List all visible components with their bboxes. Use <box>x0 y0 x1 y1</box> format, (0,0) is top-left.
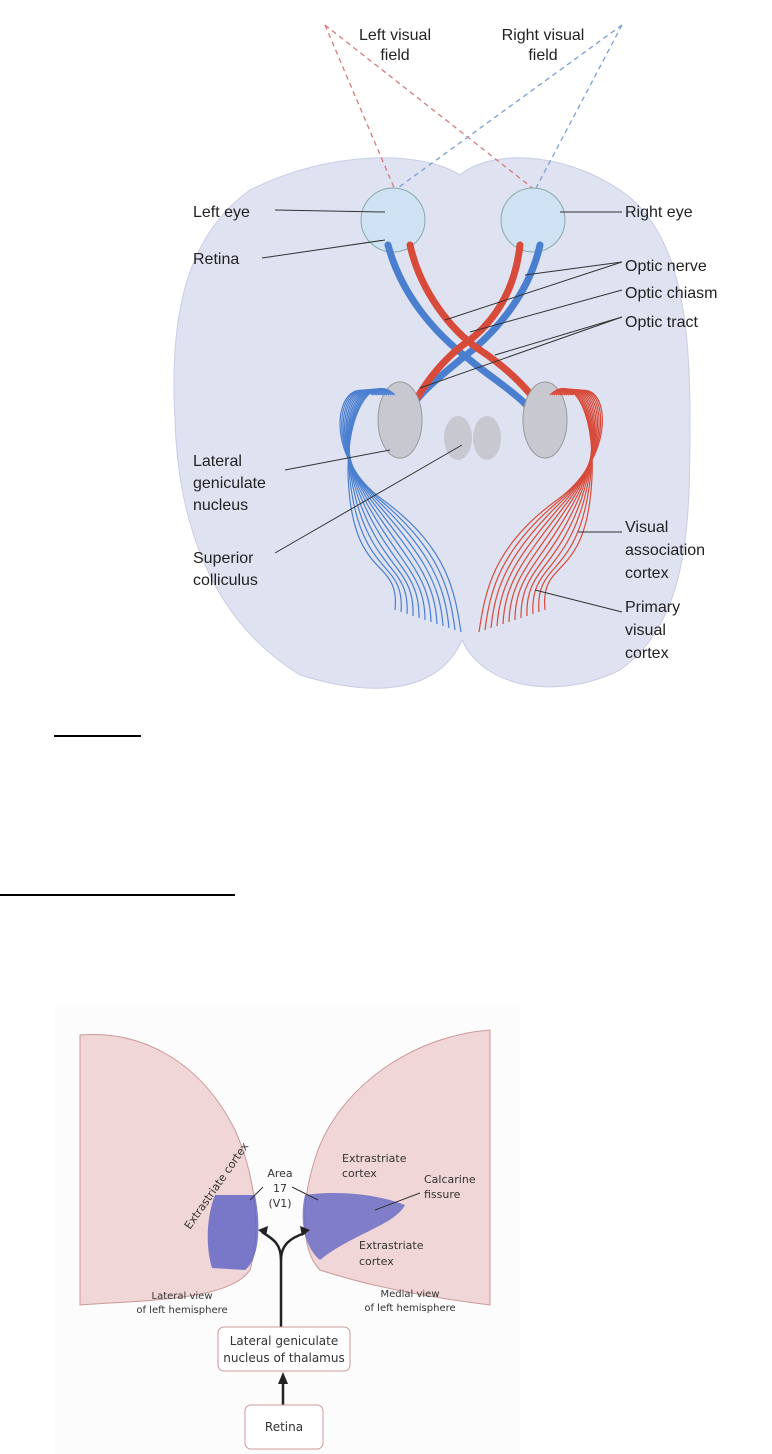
leader-lines-2 <box>249 1186 421 1211</box>
optic-radiation-fiber-right <box>508 389 596 623</box>
label-superior-colliculus-2: colliculus <box>193 572 258 589</box>
label-optic-nerve: Optic nerve <box>625 258 707 275</box>
visual-field-lines <box>324 24 623 191</box>
optic-radiation-fiber-left <box>345 389 438 625</box>
arrowhead-left <box>258 1226 268 1236</box>
optic-radiation-fiber-right <box>526 388 593 617</box>
label-optic-tract: Optic tract <box>625 314 698 331</box>
superior-colliculus-right <box>473 416 501 460</box>
label-visual-association-1: Visual <box>625 519 668 536</box>
optic-radiation-fiber-left <box>341 389 456 631</box>
label-visual-association-3: cortex <box>625 565 669 582</box>
underline-rule <box>54 735 141 737</box>
right-lgn <box>522 381 568 459</box>
label-left-visual-field-2: field <box>380 47 409 64</box>
label-retina: Retina <box>193 251 239 268</box>
label-right-visual-field: Right visual <box>502 27 585 44</box>
label-extrastriate-bottom-2: cortex <box>359 1255 394 1268</box>
optic-radiation-fiber-left <box>348 388 420 619</box>
lateral-v1-region <box>207 1195 259 1270</box>
optic-radiation-fiber-right <box>478 389 603 633</box>
label-extrastriate-top-2: cortex <box>342 1167 377 1180</box>
lgn-box <box>217 1326 351 1372</box>
optic-radiation-fiber-left <box>346 389 432 623</box>
label-calcarine-2: fissure <box>424 1188 461 1201</box>
optic-radiation-fiber-right <box>490 389 600 629</box>
optic-radiation-fiber-left <box>347 388 426 621</box>
leader-lines <box>261 209 623 613</box>
retina-box <box>244 1404 324 1450</box>
figure-background <box>55 1005 520 1454</box>
label-lateral-view-2: of left hemisphere <box>136 1305 227 1316</box>
medial-hemisphere <box>304 1029 491 1306</box>
optic-radiation-fiber-left <box>342 389 450 629</box>
label-optic-chiasm: Optic chiasm <box>625 285 717 302</box>
label-extrastriate-top-1: Extrastriate <box>342 1152 407 1165</box>
label-v1: (V1) <box>268 1197 291 1210</box>
optic-radiation-fiber-left <box>343 389 444 627</box>
optic-radiation-fiber-left <box>339 389 462 633</box>
left-lgn <box>377 381 423 459</box>
label-lgn-2: geniculate <box>193 475 266 492</box>
label-retina-box: Retina <box>265 1420 303 1434</box>
optic-radiation-fiber-right <box>502 389 597 625</box>
arrowhead-up <box>278 1372 288 1384</box>
medial-v1-region <box>302 1193 405 1260</box>
label-lateral-view-1: Lateral view <box>152 1291 213 1302</box>
label-primary-visual-2: visual <box>625 622 666 639</box>
lateral-hemisphere <box>79 1033 257 1306</box>
optic-radiation-fiber-right <box>514 388 595 621</box>
arrowhead-right <box>300 1226 310 1236</box>
label-lgn-box-2: nucleus of thalamus <box>223 1351 344 1365</box>
optic-radiation-fiber-right <box>520 388 594 619</box>
label-17: 17 <box>273 1182 287 1195</box>
visual-pathway-diagram: Left visual field Right visual field Lef… <box>173 24 717 689</box>
label-primary-visual-3: cortex <box>625 645 669 662</box>
label-medial-view-1: Medial view <box>380 1289 439 1300</box>
label-medial-view-2: of left hemisphere <box>364 1303 455 1314</box>
label-lgn-3: nucleus <box>193 497 248 514</box>
label-lgn-1: Lateral <box>193 453 242 470</box>
label-right-visual-field-2: field <box>528 47 557 64</box>
underline-rule-2 <box>0 894 235 896</box>
label-right-eye: Right eye <box>625 204 693 221</box>
label-extrastriate-lateral: Extrastriate cortex <box>182 1140 252 1232</box>
optic-radiation-fiber-left <box>348 388 414 617</box>
optic-radiation-fiber-right <box>484 389 602 631</box>
label-left-eye: Left eye <box>193 204 250 221</box>
brain-outline <box>173 157 691 689</box>
arrows <box>261 1230 306 1405</box>
label-calcarine-1: Calcarine <box>424 1173 476 1186</box>
label-primary-visual-1: Primary <box>625 599 680 616</box>
label-left-visual-field: Left visual <box>359 27 431 44</box>
optic-radiation-fiber-right <box>496 389 598 627</box>
label-lgn-box-1: Lateral geniculate <box>230 1334 338 1348</box>
label-visual-association-2: association <box>625 542 705 559</box>
optic-radiations <box>339 388 603 633</box>
label-extrastriate-bottom-1: Extrastriate <box>359 1239 424 1252</box>
label-area: Area <box>267 1167 292 1180</box>
label-superior-colliculus-1: Superior <box>193 550 254 567</box>
right-eye <box>500 187 566 253</box>
superior-colliculus-left <box>444 416 472 460</box>
